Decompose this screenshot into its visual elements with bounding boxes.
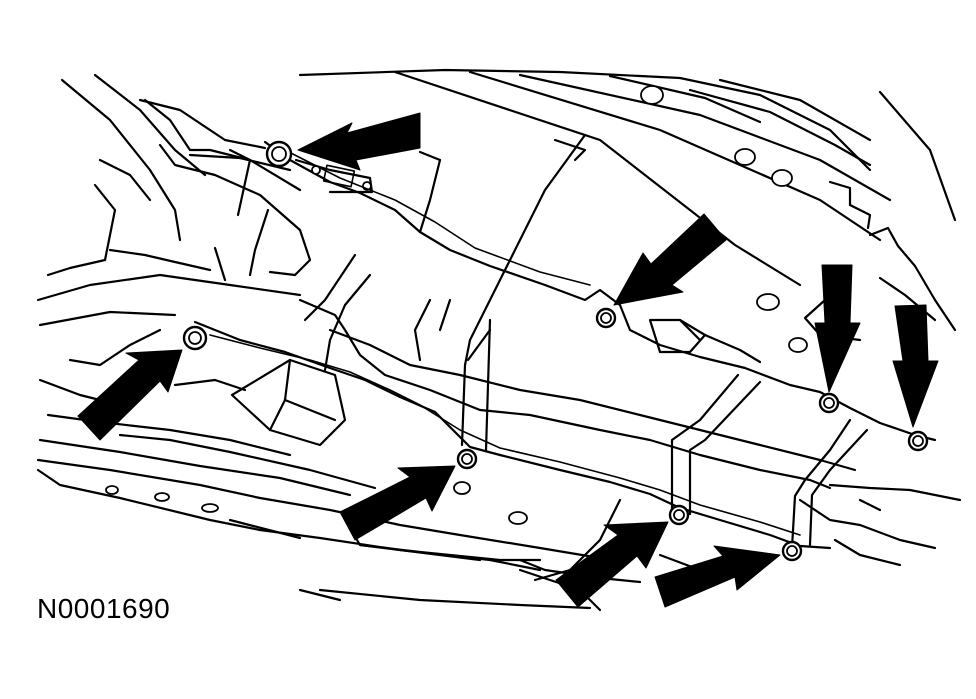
nut-7 <box>668 504 690 526</box>
arrow-icon <box>654 545 781 608</box>
arrow-icon <box>77 349 183 441</box>
lower-panels <box>36 328 962 612</box>
arrow-icon <box>297 112 421 171</box>
mount-bracket <box>648 318 762 364</box>
arrow-icon <box>613 213 727 306</box>
arrow-icon <box>892 304 939 428</box>
nut-3 <box>595 307 617 329</box>
figure-id-label: N0001690 <box>37 593 171 624</box>
nut-4 <box>818 392 840 414</box>
link-block <box>230 358 347 447</box>
fasteners <box>182 140 929 562</box>
nut-2 <box>182 325 208 351</box>
bracket <box>294 158 374 194</box>
callout-arrows <box>77 112 939 608</box>
floor-pan-outline <box>298 68 957 342</box>
arrow-icon <box>339 465 456 541</box>
nut-1 <box>265 140 293 168</box>
arrow-icon <box>814 264 861 393</box>
nut-6 <box>456 448 478 470</box>
frame-rail <box>36 73 312 327</box>
nut-8 <box>781 540 803 562</box>
arrow-icon <box>555 521 669 608</box>
nut-5 <box>907 430 929 452</box>
body-holes <box>105 85 808 525</box>
